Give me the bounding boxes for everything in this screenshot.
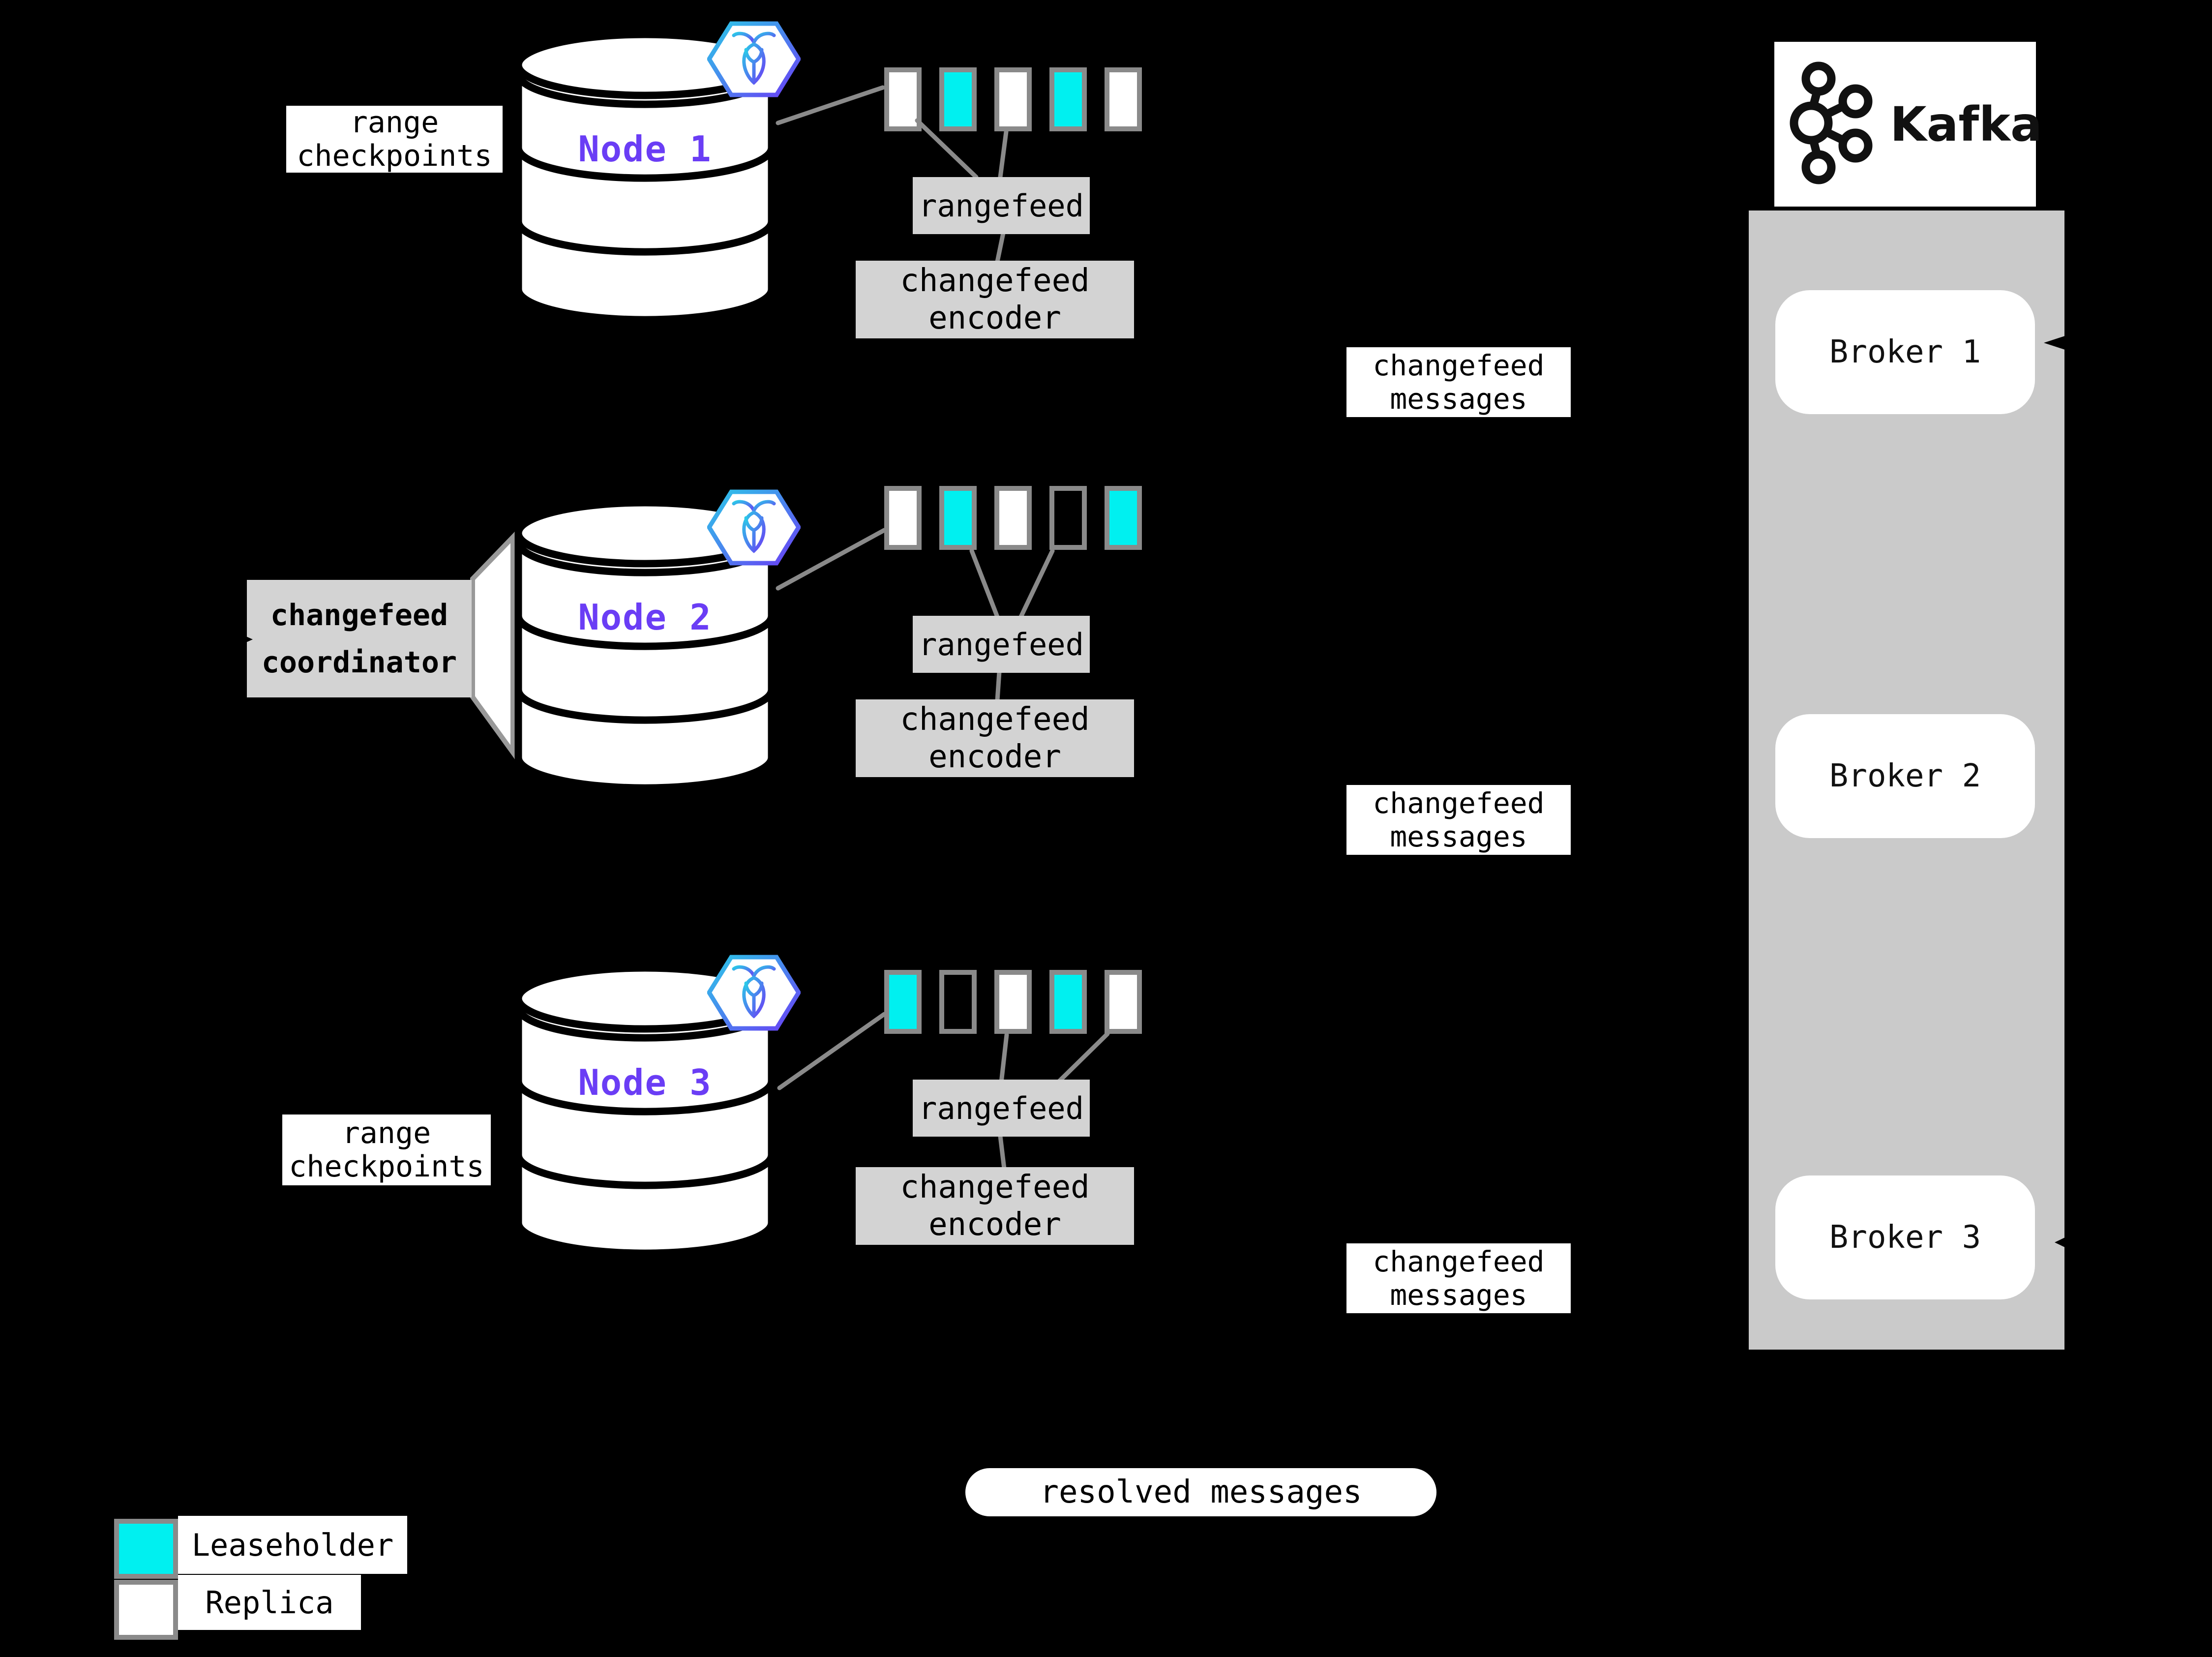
broker-3: Broker 3 (1775, 1175, 2035, 1299)
changefeed-messages-label-node-2: changefeed messages (1346, 785, 1571, 855)
rangefeed-label: rangefeed (919, 626, 1084, 663)
node-3-ranges (884, 970, 1142, 1034)
encoder-line2: encoder (928, 300, 1061, 336)
range-square-replica (1105, 970, 1142, 1034)
range-square-leaseholder (939, 67, 977, 131)
encoder-line1: changefeed (900, 1169, 1090, 1205)
range-square-leaseholder (1049, 970, 1087, 1034)
broker-1: Broker 1 (1775, 290, 2035, 414)
range-square-leaseholder (939, 486, 977, 550)
broker-2: Broker 2 (1775, 714, 2035, 838)
node-2-label-text: Node 2 (578, 596, 712, 638)
encoder-line2: encoder (928, 739, 1061, 775)
cockroachdb-logo-icon (707, 19, 801, 100)
resolved-messages-pill: resolved messages (965, 1468, 1436, 1516)
legend-leaseholder-label: Leaseholder (178, 1516, 407, 1574)
range-square-replica (884, 486, 922, 550)
rangefeed-label: rangefeed (919, 1090, 1084, 1126)
node-3-label-text: Node 3 (578, 1061, 712, 1103)
messages-line2: messages (1390, 1278, 1527, 1312)
broker-1-label: Broker 1 (1829, 334, 1981, 370)
broker-2-label: Broker 2 (1829, 758, 1981, 794)
broker-3-label: Broker 3 (1829, 1219, 1981, 1256)
node-2-cylinder (514, 498, 776, 793)
changefeed-coordinator-box: changefeed coordinator (247, 580, 472, 697)
range-square-empty (939, 970, 977, 1034)
kafka-title: Kafka (1890, 96, 2042, 152)
rangefeed-box-node-2: rangefeed (913, 616, 1090, 673)
encoder-line1: changefeed (900, 701, 1090, 738)
range-square-replica (994, 67, 1032, 131)
legend-replica-label: Replica (178, 1575, 361, 1630)
range-checkpoints-line2: checkpoints (297, 139, 492, 173)
range-square-replica (1105, 67, 1142, 131)
range-square-leaseholder (1105, 486, 1142, 550)
changefeed-encoder-box-node-3: changefeed encoder (856, 1167, 1134, 1245)
node-1-cylinder (514, 30, 776, 325)
changefeed-encoder-box-node-2: changefeed encoder (856, 699, 1134, 777)
range-checkpoints-label-node3: range checkpoints (282, 1115, 491, 1185)
rangefeed-label: rangefeed (919, 187, 1084, 224)
node-2-label: Node 2 (514, 596, 776, 638)
encoder-line2: encoder (928, 1206, 1061, 1243)
coordinator-line2: coordinator (261, 645, 457, 680)
node-1-label: Node 1 (514, 128, 776, 170)
node-1-label-text: Node 1 (578, 128, 712, 170)
messages-line1: changefeed (1373, 786, 1545, 820)
encoder-line1: changefeed (900, 263, 1090, 299)
legend-leaseholder-swatch (114, 1519, 178, 1579)
range-square-leaseholder (884, 970, 922, 1034)
legend-leaseholder-text: Leaseholder (191, 1527, 394, 1563)
rangefeed-box-node-3: rangefeed (913, 1080, 1090, 1137)
range-checkpoints-line1: range (342, 1116, 431, 1150)
node-3-label: Node 3 (514, 1061, 776, 1103)
resolved-messages-label: resolved messages (1040, 1474, 1362, 1510)
cockroachdb-logo-icon (707, 952, 801, 1033)
range-checkpoints-line1: range (350, 105, 439, 140)
changefeed-encoder-box-node-1: changefeed encoder (856, 261, 1134, 338)
cockroachdb-logo-icon (707, 487, 801, 568)
range-square-leaseholder (1049, 67, 1087, 131)
range-checkpoints-label-node1: range checkpoints (286, 106, 503, 173)
range-square-replica (994, 970, 1032, 1034)
messages-line2: messages (1390, 820, 1527, 853)
changefeed-messages-label-node-1: changefeed messages (1346, 347, 1571, 417)
messages-line1: changefeed (1373, 349, 1545, 382)
range-square-empty (1049, 486, 1087, 550)
rangefeed-box-node-1: rangefeed (913, 177, 1090, 234)
coordinator-pointer-flag (470, 531, 515, 760)
legend-replica-text: Replica (205, 1584, 334, 1621)
kafka-logo-box: Kafka (1774, 42, 2042, 207)
node-3-cylinder (514, 963, 776, 1258)
kafka-icon (1768, 53, 1881, 196)
message-arrowheads (240, 336, 2065, 1247)
messages-line1: changefeed (1373, 1245, 1545, 1278)
coordinator-line1: changefeed (270, 598, 448, 633)
changefeed-messages-label-node-3: changefeed messages (1346, 1243, 1571, 1313)
range-checkpoints-line2: checkpoints (289, 1149, 484, 1184)
node-2-ranges (884, 486, 1142, 550)
range-square-replica (994, 486, 1032, 550)
legend-replica-swatch (114, 1580, 178, 1640)
messages-line2: messages (1390, 382, 1527, 416)
